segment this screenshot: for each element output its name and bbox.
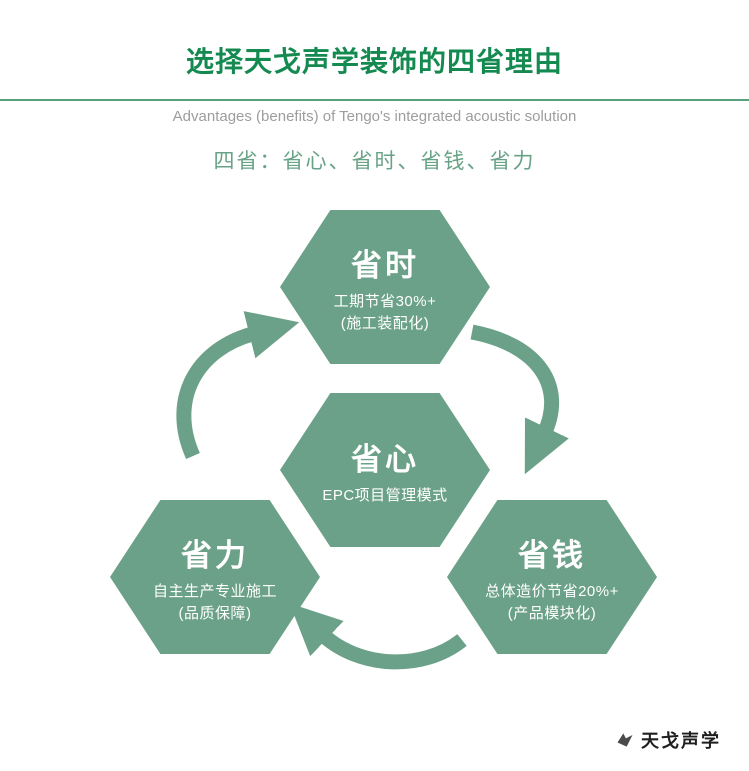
- hexagon-detail: (品质保障): [178, 604, 252, 622]
- page-title: 选择天戈声学装饰的四省理由: [185, 46, 563, 77]
- brand-footer: 天戈声学: [615, 727, 721, 753]
- tengo-logo-icon: [615, 730, 635, 750]
- hexagon-label: 省力: [181, 537, 249, 573]
- arrow-top-to-right: [470, 324, 569, 475]
- hexagon-label: 省时: [351, 247, 419, 283]
- hexagon-detail: (产品模块化): [507, 604, 597, 622]
- subtitle-chinese: 四省：省心、省时、省钱、省力: [213, 150, 536, 173]
- brand-name: 天戈声学: [641, 731, 721, 751]
- hexagon-detail: (施工装配化): [340, 314, 430, 332]
- arrow-left-to-top: [176, 311, 300, 460]
- hexagon-save-effort: 省力 自主生产专业施工 (品质保障): [110, 500, 320, 654]
- hexagon-detail: 总体造价节省20%+: [485, 582, 619, 600]
- hexagon-save-worry: 省心 EPC项目管理模式: [280, 393, 490, 547]
- hexagon-detail: 自主生产专业施工: [152, 582, 277, 600]
- hexagon-detail: EPC项目管理模式: [322, 486, 448, 504]
- hexagon-save-time: 省时 工期节省30%+ (施工装配化): [280, 210, 490, 364]
- subtitle-english: Advantages (benefits) of Tengo's integra…: [172, 108, 577, 125]
- hexagon-detail: 工期节省30%+: [333, 292, 437, 310]
- divider-line: [0, 99, 749, 101]
- arrow-right-to-left: [289, 603, 467, 670]
- hexagon-label: 省钱: [518, 537, 586, 573]
- hexagon-save-money: 省钱 总体造价节省20%+ (产品模块化): [447, 500, 657, 654]
- hexagon-label: 省心: [351, 441, 419, 477]
